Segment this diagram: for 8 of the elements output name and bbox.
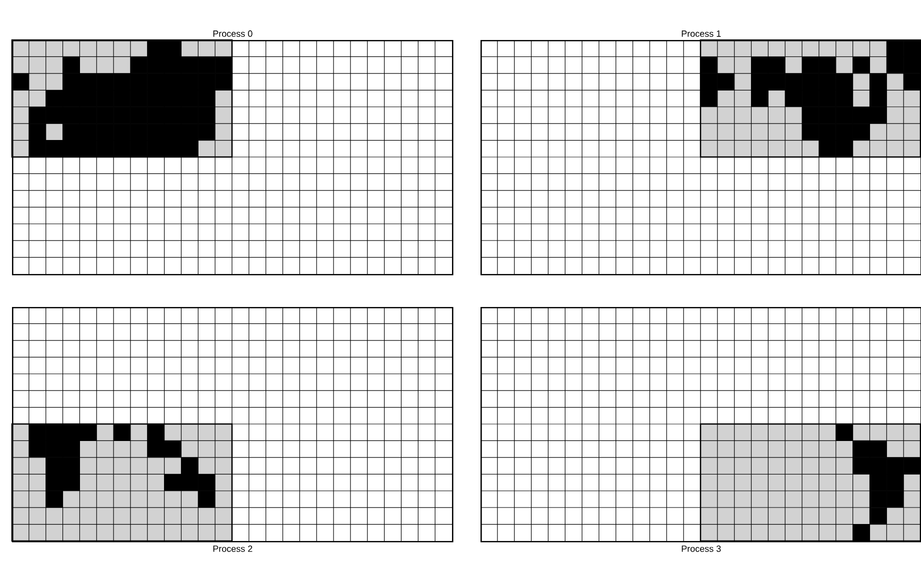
node-label: Process 0 bbox=[213, 30, 252, 37]
grid-panel: Process 1 bbox=[480, 30, 921, 276]
node-label: Process 3 bbox=[682, 546, 721, 552]
node-label: Process 2 bbox=[213, 546, 252, 552]
grid-panel: Process 2 bbox=[12, 307, 454, 552]
grid-panel: Process 3 bbox=[480, 307, 921, 552]
grid-panel: Process 0 bbox=[12, 30, 454, 276]
node-label: Process 1 bbox=[682, 30, 721, 37]
